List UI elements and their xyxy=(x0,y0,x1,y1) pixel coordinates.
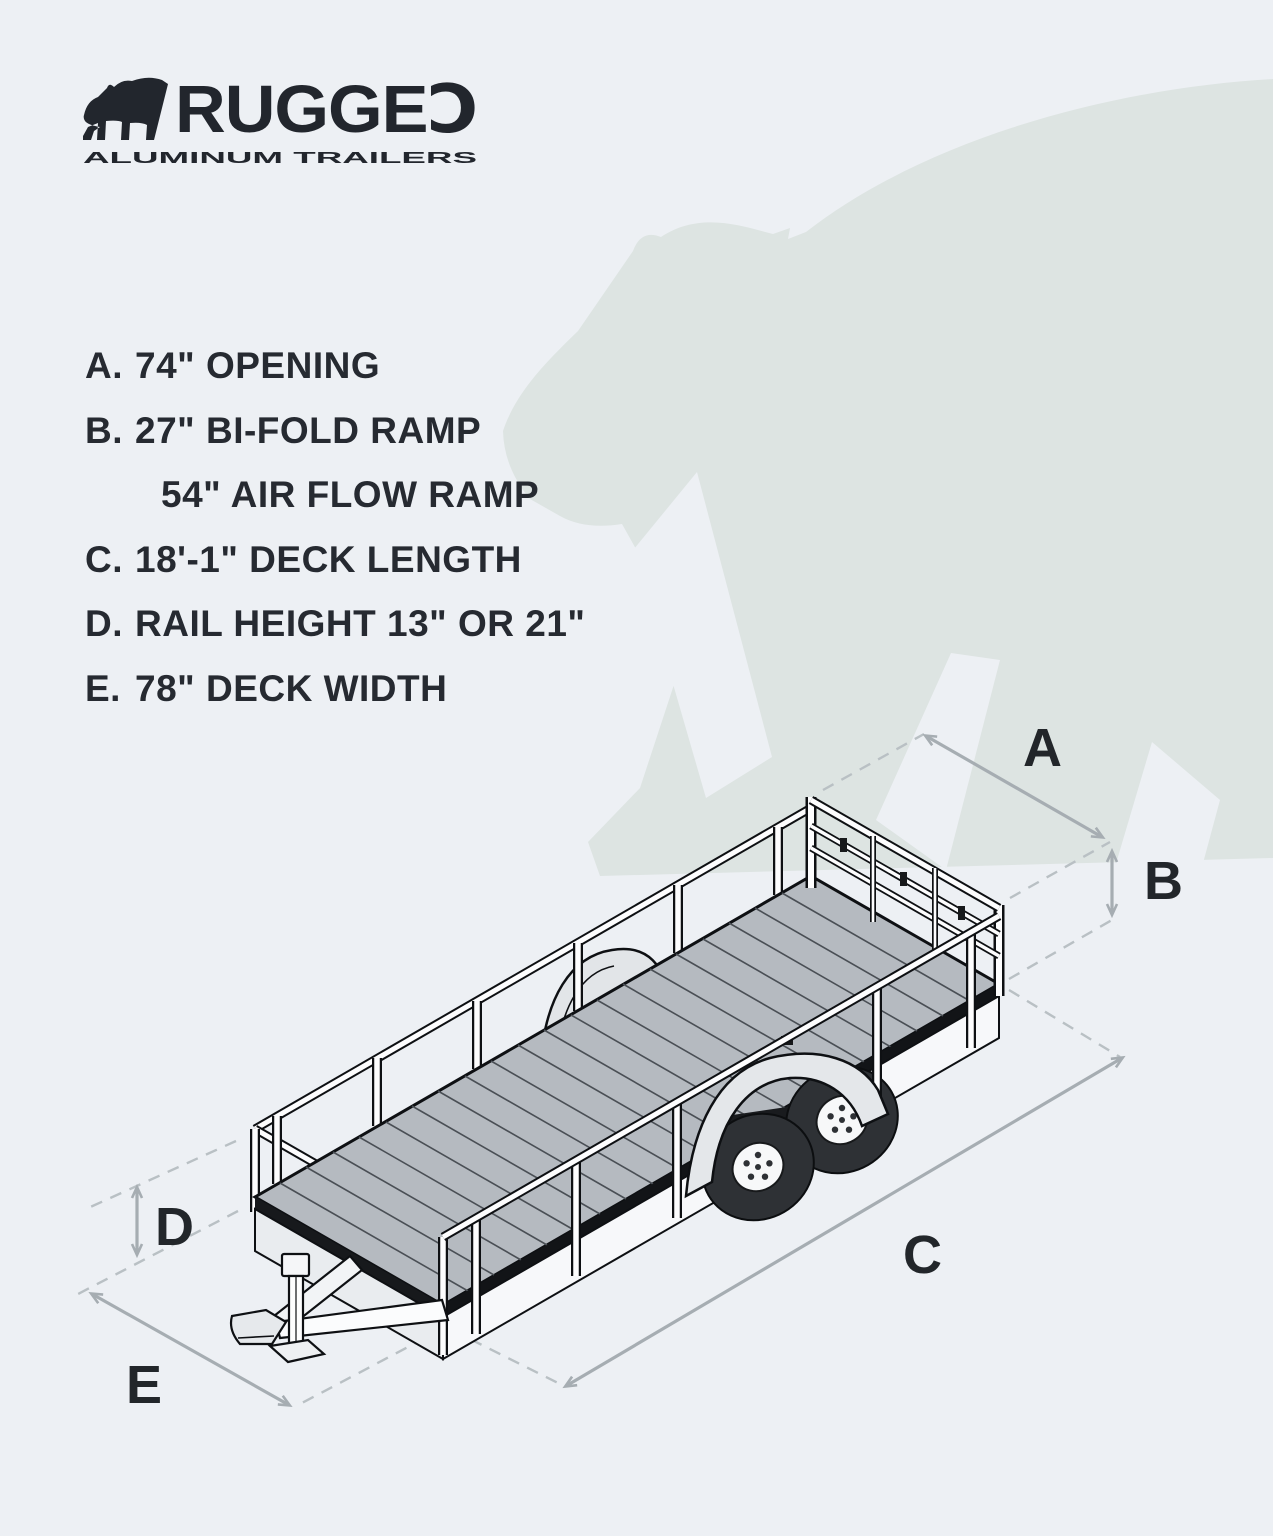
watermark-chin-gap xyxy=(634,472,772,798)
bear-watermark xyxy=(503,79,1273,904)
far-rail-posts xyxy=(250,827,783,1212)
spec-text: 78" DECK WIDTH xyxy=(135,668,448,709)
dimension-label-e: E xyxy=(126,1355,162,1415)
spec-letter: E. xyxy=(85,668,121,709)
spec-letter: D. xyxy=(85,603,123,644)
spec-item-e: E. 78" DECK WIDTH xyxy=(85,667,447,711)
dimension-label-a: A xyxy=(1023,718,1062,778)
spec-item-b2: 54" AIR FLOW RAMP xyxy=(85,473,539,517)
spec-text: 74" OPENING xyxy=(135,345,381,386)
spec-item-b: B. 27" BI-FOLD RAMP xyxy=(85,409,481,453)
spec-text: 18'-1" DECK LENGTH xyxy=(135,539,522,580)
spec-letter: C. xyxy=(85,539,123,580)
dim-arrow-e xyxy=(92,1294,289,1405)
brand-tagline: ALUMINUM TRAILERS xyxy=(83,150,478,167)
dim-arrow-c xyxy=(566,1058,1122,1386)
dimension-arrows xyxy=(92,736,1122,1405)
watermark-leg-gap xyxy=(1104,742,1220,904)
spec-text: 54" AIR FLOW RAMP xyxy=(161,474,540,515)
dimension-label-c: C xyxy=(903,1225,942,1285)
dim-arrow-a xyxy=(926,736,1102,837)
gate-clips xyxy=(840,838,965,920)
bear-icon xyxy=(83,77,168,140)
spec-list: A. 74" OPENING B. 27" BI-FOLD RAMP 54" A… xyxy=(85,344,705,744)
dimension-extension-lines xyxy=(77,732,1121,1406)
dimension-label-d: D xyxy=(155,1197,194,1257)
trailer-drawing xyxy=(229,796,1005,1364)
spec-letter: A. xyxy=(85,345,123,386)
spec-text: RAIL HEIGHT 13" OR 21" xyxy=(135,603,586,644)
spec-text: 27" BI-FOLD RAMP xyxy=(135,410,482,451)
dimension-label-b: B xyxy=(1144,851,1183,911)
spec-letter: B. xyxy=(85,410,123,451)
spec-item-a: A. 74" OPENING xyxy=(85,344,380,388)
spec-item-d: D. RAIL HEIGHT 13" OR 21" xyxy=(85,602,585,646)
spec-item-c: C. 18'-1" DECK LENGTH xyxy=(85,538,522,582)
